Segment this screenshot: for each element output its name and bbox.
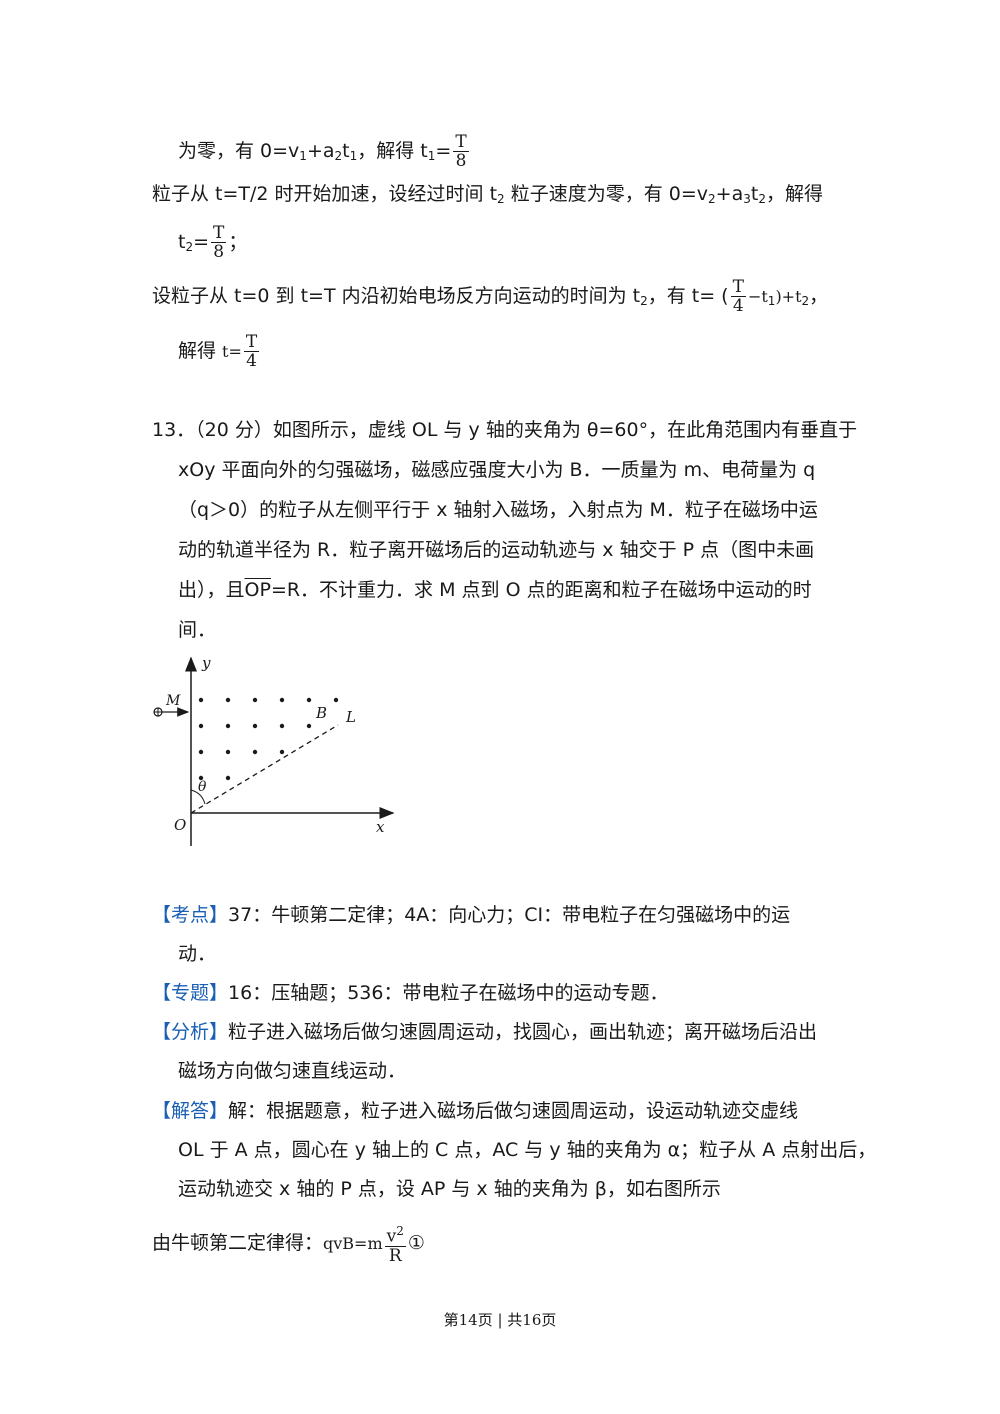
kaodian-line-2: 动． <box>178 943 217 965</box>
kaodian-tag: 【考点】 <box>152 904 229 926</box>
zhuanti-tag: 【专题】 <box>152 982 229 1004</box>
field-dots <box>198 697 339 781</box>
fenxi-line-2: 磁场方向做匀速直线运动． <box>178 1060 407 1082</box>
label-m: M <box>165 693 181 709</box>
solution-line-4: 设粒子从 t=0 到 t=T 内沿初始电场反方向运动的时间为 t2，有 t= (… <box>152 277 829 316</box>
question-13-line-6: 间． <box>178 619 217 641</box>
label-b: B <box>315 704 327 722</box>
kaodian-line-1: 【考点】37：牛顿第二定律；4A：向心力；CI：带电粒子在匀强磁场中的运 <box>152 904 791 926</box>
jieda-line-2: OL 于 A 点，圆心在 y 轴上的 C 点，AC 与 y 轴的夹角为 α；粒子… <box>178 1139 877 1161</box>
jieda-line-1: 【解答】解：根据题意，粒子进入磁场后做匀速圆周运动，设运动轨迹交虚线 <box>152 1100 799 1122</box>
solution-line-2: 粒子从 t=T/2 时开始加速，设经过时间 t2 粒子速度为零，有 0=v2+a… <box>152 183 823 206</box>
magnetic-field-diagram: y x O M B L θ <box>153 654 395 846</box>
question-13-line-3: （q＞0）的粒子从左侧平行于 x 轴射入磁场，入射点为 M．粒子在磁场中运 <box>178 499 818 521</box>
segment-op: OP <box>244 579 271 601</box>
fenxi-line-1: 【分析】粒子进入磁场后做匀速圆周运动，找圆心，画出轨迹；离开磁场后沿出 <box>152 1021 818 1043</box>
question-13-line-4: 动的轨道半径为 R．粒子离开磁场后的运动轨迹与 x 轴交于 P 点（图中未画 <box>178 539 815 561</box>
jieda-line-3: 运动轨迹交 x 轴的 P 点，设 AP 与 x 轴的夹角为 β，如右图所示 <box>178 1178 721 1200</box>
label-l: L <box>345 708 356 726</box>
zhuanti-line: 【专题】16：压轴题；536：带电粒子在磁场中的运动专题． <box>152 982 669 1004</box>
fenxi-tag: 【分析】 <box>152 1021 229 1043</box>
question-13-line-2: xOy 平面向外的匀强磁场，磁感应强度大小为 B．一质量为 m、电荷量为 q <box>178 459 816 481</box>
question-13-line-5: 出），且OP=R．不计重力．求 M 点到 O 点的距离和粒子在磁场中运动的时 <box>178 579 812 601</box>
theta-arc <box>190 789 206 805</box>
label-o: O <box>174 816 186 834</box>
page-footer: 第14页 | 共16页 <box>443 1311 557 1329</box>
label-y: y <box>201 654 211 672</box>
line-ol <box>190 724 339 814</box>
label-theta: θ <box>198 779 207 795</box>
jieda-tag: 【解答】 <box>152 1100 229 1122</box>
label-x: x <box>376 818 385 836</box>
question-13-line-1: 13．（20 分）如图所示，虚线 OL 与 y 轴的夹角为 θ=60°，在此角范… <box>152 419 858 441</box>
